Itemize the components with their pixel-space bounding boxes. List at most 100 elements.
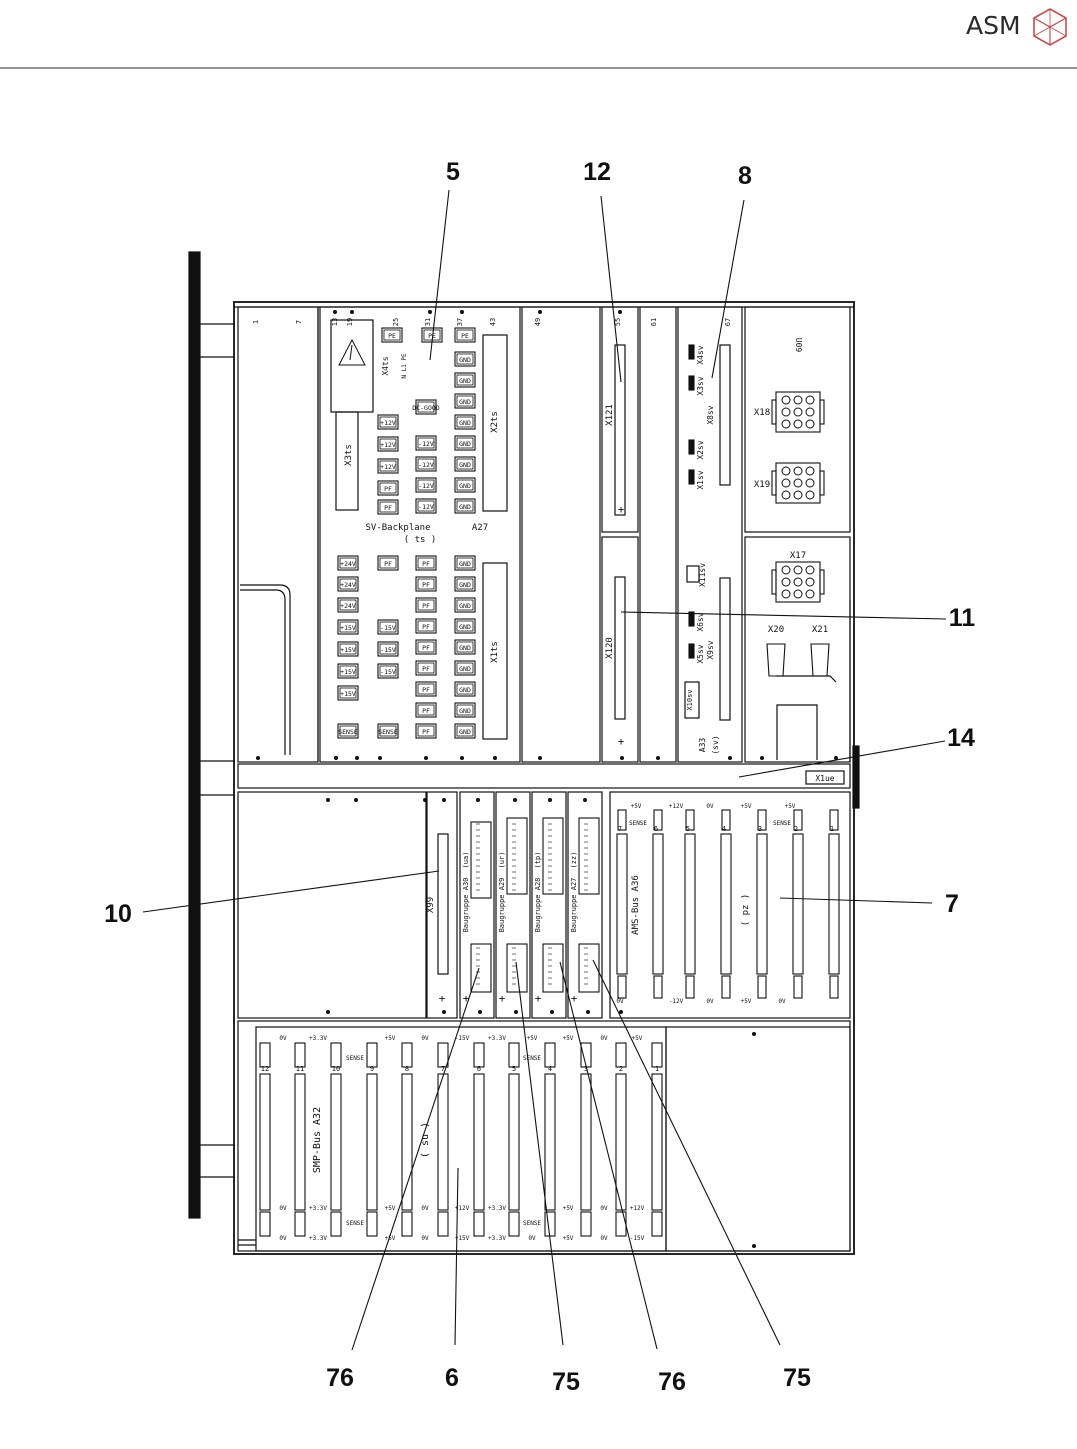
x2sv-marker (688, 439, 695, 455)
leader-line-7 (779, 897, 933, 904)
mounting-hole (728, 756, 732, 760)
pf-terminal: PF (422, 728, 430, 736)
smp-bus-slot (330, 1073, 342, 1211)
smp-slot-bottom-tab (651, 1211, 663, 1237)
card-connector-top (506, 817, 528, 895)
minus15v-terminal (377, 619, 399, 635)
ams-slot-top-tab (793, 809, 803, 831)
x4sv-marker (688, 344, 695, 360)
voltage-label: +5V (563, 1205, 574, 1212)
voltage-label: +5V (741, 998, 752, 1005)
baugruppe-label: Baugruppe A29 (498, 878, 506, 933)
slot-position: 7 (295, 320, 303, 324)
ams-slot-bottom-tab (793, 975, 803, 999)
ams-bus-slot (792, 833, 804, 975)
gnd-terminal (454, 393, 476, 409)
gnd-terminal: GND (459, 440, 471, 448)
smp-slot-bottom-tab (401, 1211, 413, 1237)
x8sv-label: X8sv (706, 405, 715, 424)
plus15v-terminal (337, 619, 359, 635)
gnd-terminal (454, 372, 476, 388)
x2ts-label: X2ts (490, 411, 500, 433)
npe-label: N L1 PE (401, 353, 408, 379)
pin (805, 419, 815, 429)
smp-bus-slot (259, 1073, 271, 1211)
sense-label: SENSE (346, 1220, 364, 1227)
minus15v-terminal: -15V (380, 646, 396, 654)
mounting-hole (334, 756, 338, 760)
plus-label: + (463, 992, 470, 1005)
upper-middle-bay (521, 306, 601, 763)
mounting-hole (550, 1010, 554, 1014)
x1sv-label: X1sv (696, 470, 705, 489)
voltage-label: 0V (600, 1235, 608, 1242)
plus-label: + (618, 735, 625, 748)
u09-label: U09 (794, 338, 803, 353)
sense-label: SENSE (523, 1055, 541, 1062)
pin (805, 395, 815, 405)
gnd-terminal: GND (459, 377, 471, 385)
slot-position: 37 (456, 318, 464, 326)
smp-bus-slot (580, 1073, 592, 1211)
gnd-terminal: GND (459, 644, 471, 652)
slot-position: 25 (392, 318, 400, 326)
gnd-terminal (454, 477, 476, 493)
plus24v-terminal: +24V (340, 560, 356, 568)
gnd-terminal: GND (459, 602, 471, 610)
pin (805, 577, 815, 587)
smp-slot-number: 2 (619, 1065, 623, 1073)
mounting-hole (326, 1010, 330, 1014)
gnd-terminal: GND (459, 419, 471, 427)
callout-10: 10 (104, 900, 132, 928)
gnd-terminal: GND (459, 503, 471, 511)
mounting-hole (752, 1032, 756, 1036)
ams-bus-slot (684, 833, 696, 975)
voltage-label: -15V (455, 1035, 470, 1042)
voltage-label: +5V (385, 1205, 396, 1212)
pin (805, 565, 815, 575)
callout-75: 75 (552, 1368, 580, 1396)
voltage-label: +5V (385, 1235, 396, 1242)
x4sv-label: X4sv (696, 345, 705, 364)
gnd-terminal: GND (459, 728, 471, 736)
minus12v-terminal (415, 477, 437, 493)
minus12v-terminal: -12V (418, 461, 434, 469)
pin (805, 466, 815, 476)
ams-slot-bottom-tab (757, 975, 767, 999)
smp-slot-number: 7 (441, 1065, 445, 1073)
leader-line-5 (429, 189, 450, 361)
smp-slot-number: 10 (332, 1065, 340, 1073)
ams-bus-slot (828, 833, 840, 975)
gnd-terminal (454, 576, 476, 592)
mounting-hole (354, 798, 358, 802)
voltage-label: +3.3V (309, 1035, 327, 1042)
callout-12: 12 (583, 158, 611, 186)
mounting-hole (619, 1010, 623, 1014)
slot-position: 61 (650, 318, 658, 326)
voltage-label: 0V (706, 998, 714, 1005)
sense-label: SENSE (346, 1055, 364, 1062)
dc-good-terminal (415, 399, 437, 415)
ams-slot-top-tab (829, 809, 839, 831)
pin (793, 565, 803, 575)
pf-terminal (415, 555, 437, 571)
pf-terminal (377, 499, 399, 515)
gnd-terminal (454, 597, 476, 613)
a29-card (495, 791, 531, 1019)
pe-terminal: PE (428, 332, 436, 340)
smp-slot-number: 8 (405, 1065, 409, 1073)
mounting-hole (476, 798, 480, 802)
ams-slot-number: 2 (794, 825, 798, 833)
pf-terminal (415, 597, 437, 613)
mounting-hole (548, 798, 552, 802)
smp-slot-bottom-tab (580, 1211, 592, 1237)
voltage-label: 0V (421, 1235, 429, 1242)
x20-connector (766, 643, 786, 677)
slot-position: 19 (346, 318, 354, 326)
pin (805, 407, 815, 417)
sv-label: (sv) (711, 735, 720, 754)
voltage-label: +12V (630, 1205, 645, 1212)
gnd-terminal: GND (459, 623, 471, 631)
